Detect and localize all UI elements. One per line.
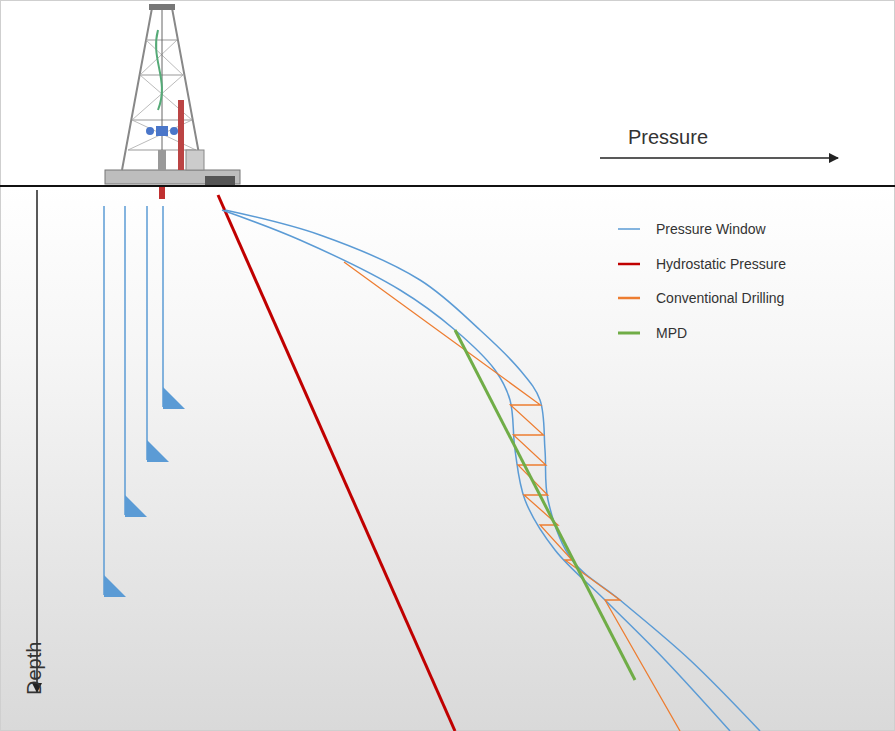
pressure-window-boundary: [225, 210, 760, 731]
legend-sample-line: [618, 332, 640, 335]
casing-strings: [104, 206, 185, 597]
pressure-axis: [600, 157, 838, 159]
drilling-rig: [105, 4, 240, 199]
subsurface-ground: [0, 186, 895, 731]
legend-entry: Hydrostatic Pressure: [656, 256, 786, 272]
legend-sample-line: [618, 228, 640, 230]
pressure-window-boundary: [222, 210, 730, 731]
surface-line: [0, 185, 895, 187]
legend-entry: Pressure Window: [656, 221, 766, 237]
axis-label: Pressure: [628, 126, 708, 149]
axis-label: Depth: [23, 642, 46, 695]
legend-entry: MPD: [656, 325, 687, 341]
hydrostatic-line: [218, 195, 455, 731]
legend-samples: [618, 229, 640, 333]
conventional-drilling-line: [344, 262, 680, 731]
legend-sample-line: [618, 263, 640, 266]
legend-entry: Conventional Drilling: [656, 290, 784, 306]
legend-sample-line: [618, 297, 640, 300]
depth-axis: [36, 190, 38, 692]
mpd-line: [455, 330, 635, 680]
